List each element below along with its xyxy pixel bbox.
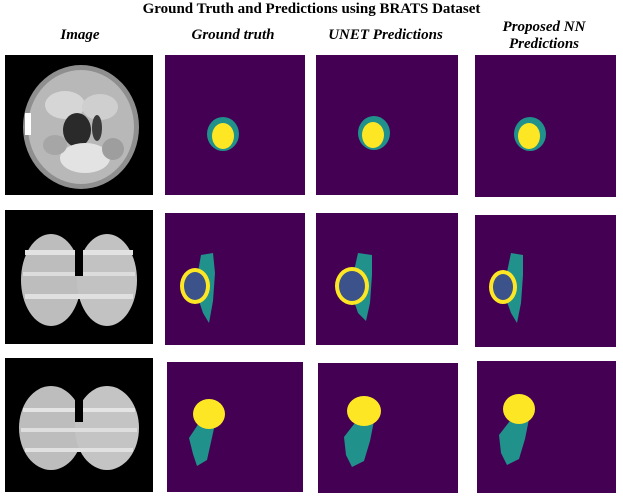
mri-image-row3 bbox=[5, 358, 153, 492]
tumor-mask-gt-row3 bbox=[189, 399, 225, 466]
ground-truth-mask-row3 bbox=[167, 362, 303, 492]
column-header-proposed-line1: Proposed NN bbox=[502, 19, 586, 35]
column-header-unet: UNET Predictions bbox=[328, 27, 443, 43]
tumor-mask-unet-row3 bbox=[344, 396, 381, 467]
tumor-mask-gt-row2 bbox=[180, 253, 215, 323]
ground-truth-mask-row1 bbox=[165, 55, 305, 195]
proposed-nn-mask-row3 bbox=[477, 361, 616, 493]
brain-scan-row1 bbox=[23, 65, 139, 189]
proposed-nn-mask-row2 bbox=[475, 215, 616, 347]
unet-prediction-mask-row3 bbox=[318, 363, 458, 493]
column-header-ground-truth: Ground truth bbox=[191, 27, 275, 43]
column-header-proposed-line2: Predictions bbox=[509, 36, 579, 52]
column-header-image: Image bbox=[60, 27, 100, 43]
tumor-mask-proposed-row3 bbox=[499, 394, 535, 465]
tumor-mask-proposed-row1 bbox=[514, 117, 546, 151]
figure-title: Ground Truth and Predictions using BRATS… bbox=[142, 1, 481, 17]
proposed-nn-mask-row1 bbox=[475, 55, 616, 197]
tumor-mask-unet-row2 bbox=[335, 253, 372, 321]
unet-prediction-mask-row1 bbox=[316, 55, 458, 195]
column-header-proposed-nn: Proposed NN Predictions bbox=[470, 19, 618, 53]
tumor-mask-gt-row1 bbox=[207, 117, 239, 151]
tumor-mask-unet-row1 bbox=[358, 116, 390, 150]
mri-image-row1 bbox=[5, 55, 153, 195]
ground-truth-mask-row2 bbox=[165, 213, 305, 345]
brain-scan-row2 bbox=[21, 234, 137, 326]
brain-scan-row3 bbox=[19, 386, 139, 470]
tumor-mask-proposed-row2 bbox=[489, 253, 523, 323]
unet-prediction-mask-row2 bbox=[316, 213, 458, 345]
mri-image-row2 bbox=[5, 210, 153, 344]
